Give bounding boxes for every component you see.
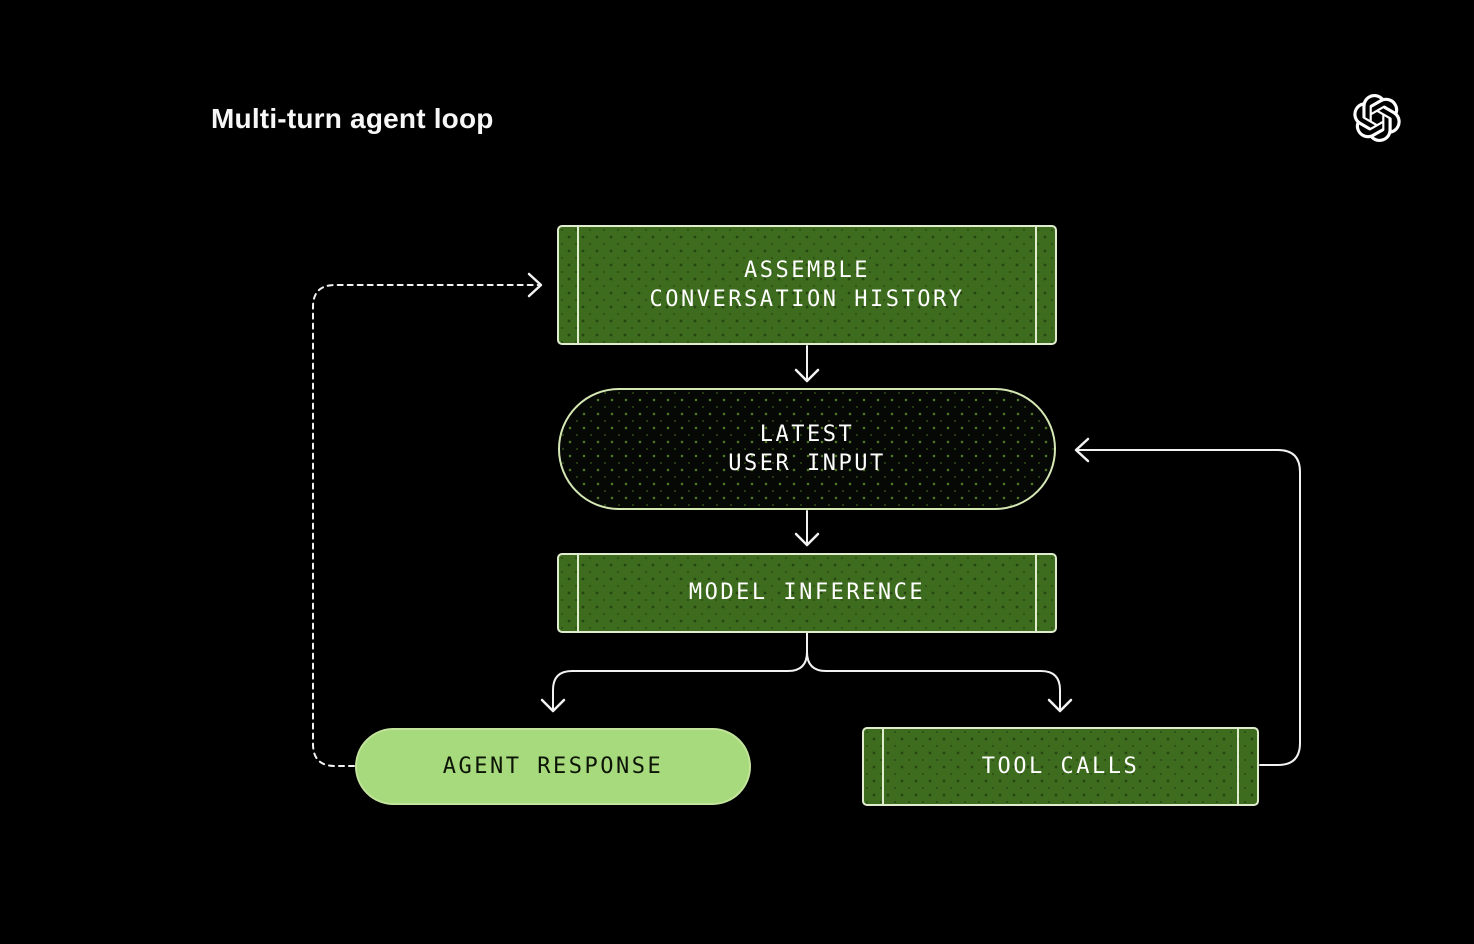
arrowhead-inference-to-tool-calls [1047, 698, 1073, 713]
openai-logo-icon [1353, 94, 1401, 143]
loop-tool-calls-to-latest [1076, 449, 1301, 766]
node-assemble-conversation-history: ASSEMBLE CONVERSATION HISTORY [557, 225, 1057, 345]
node-label-line: TOOL CALLS [981, 753, 1140, 779]
branch-inference-to-agent-response [552, 632, 808, 711]
node-model-inference: MODEL INFERENCE [557, 553, 1057, 633]
node-label-line: AGENT RESPONSE [442, 753, 664, 779]
arrowhead-assemble-to-latest [794, 368, 820, 383]
node-label-line: ASSEMBLE [744, 257, 870, 283]
page-title: Multi-turn agent loop [211, 103, 494, 134]
arrowhead-agent-response-to-assemble [527, 272, 543, 298]
node-label-line: CONVERSATION HISTORY [649, 287, 965, 312]
arrowhead-tool-calls-to-latest [1074, 437, 1090, 463]
node-label-line: MODEL INFERENCE [688, 580, 926, 606]
node-label-line: LATEST [759, 421, 855, 447]
node-tool-calls: TOOL CALLS [862, 727, 1259, 806]
node-agent-response: AGENT RESPONSE [355, 728, 751, 805]
dashed-loop-agent-response-to-assemble [312, 284, 539, 767]
node-latest-user-input: LATEST USER INPUT [558, 388, 1056, 510]
branch-inference-to-tool-calls [806, 651, 1061, 711]
arrowhead-inference-to-agent-response [540, 698, 566, 713]
arrowhead-latest-to-inference [794, 532, 820, 547]
node-label-line: USER INPUT [728, 451, 886, 476]
